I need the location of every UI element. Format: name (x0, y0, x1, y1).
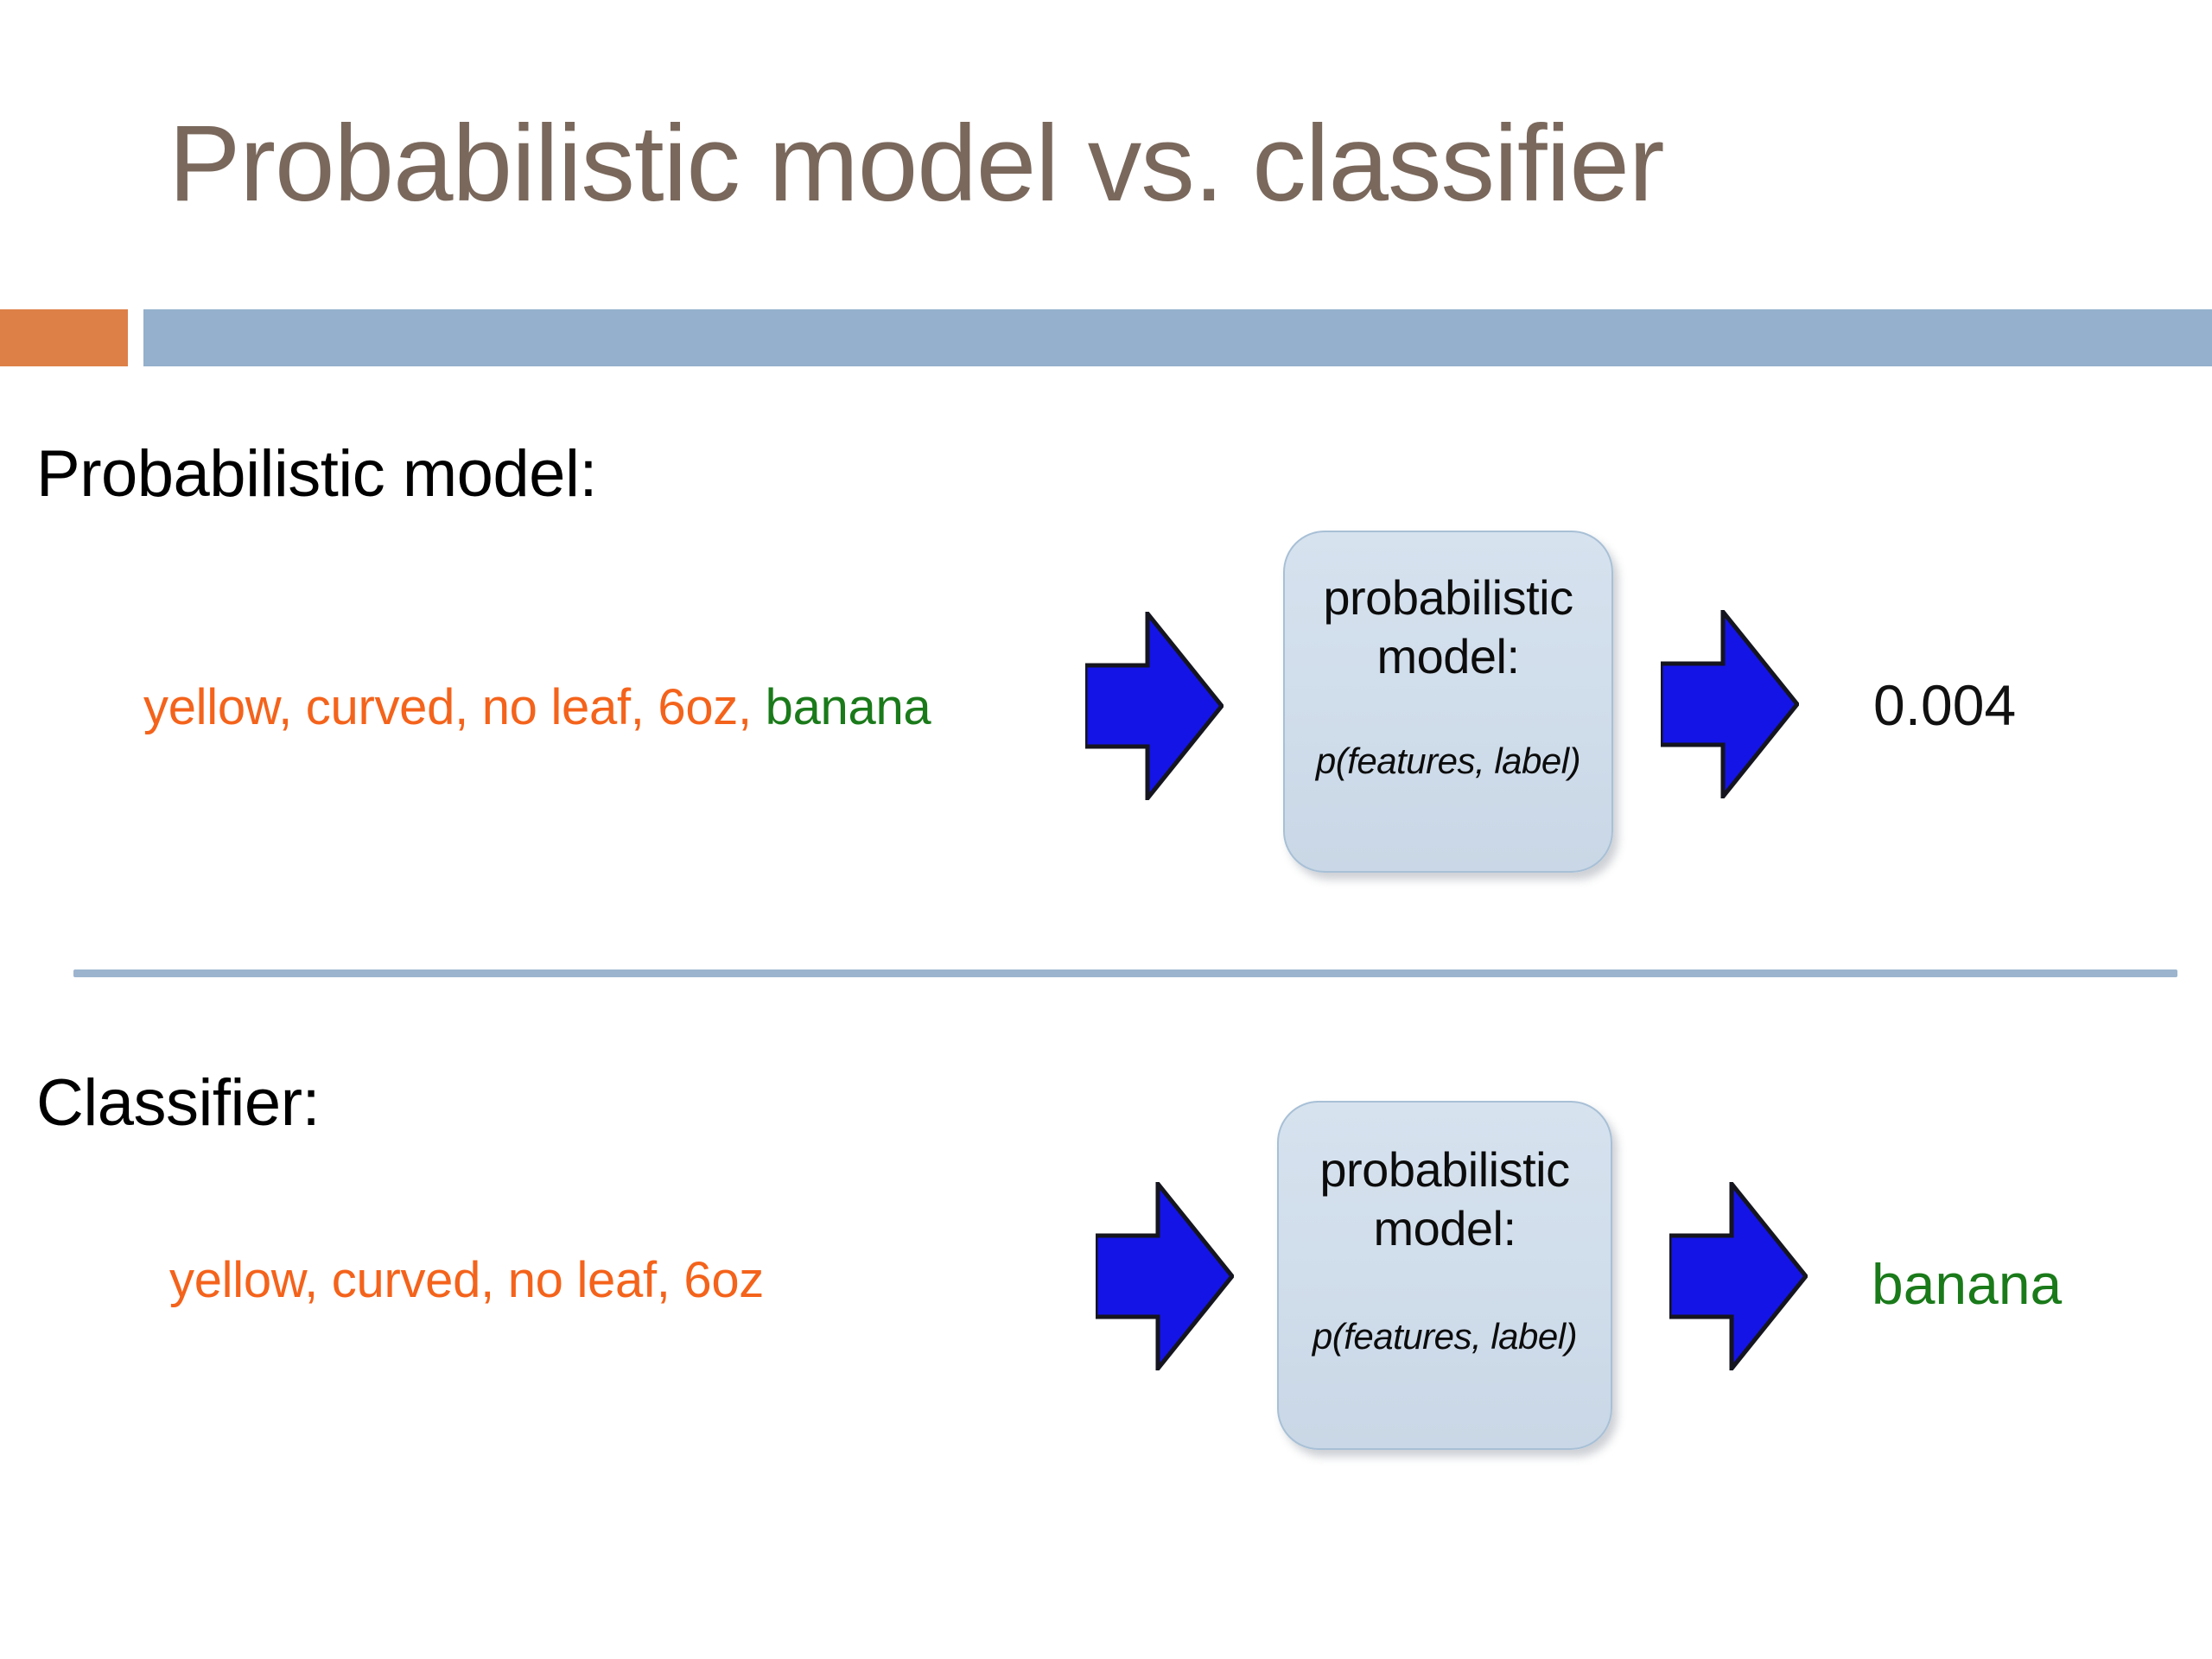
output-value-row-1: 0.004 (1873, 673, 2017, 737)
right-arrow-icon-row-2-input (1096, 1182, 1234, 1370)
section-divider (73, 969, 2177, 977)
page-title: Probabilistic model vs. classifier (168, 104, 1664, 224)
label-value-row-1: banana (765, 679, 931, 735)
model-box-formula-row-1: p(features, label) (1315, 740, 1581, 781)
accent-bar-blue (143, 309, 2212, 366)
model-box-row-1: probabilistic model: p(features, label) (1283, 531, 1613, 873)
feature-values-row-1: yellow, curved, no leaf, 6oz, (143, 679, 752, 735)
output-value-row-2: banana (1872, 1252, 2063, 1316)
accent-bar-orange (0, 309, 128, 366)
right-arrow-icon-row-1-input (1085, 612, 1224, 800)
feature-list-row-2: yellow, curved, no leaf, 6oz (169, 1252, 764, 1308)
section-heading-classifier: Classifier: (36, 1066, 321, 1140)
model-box-row-2: probabilistic model: p(features, label) (1277, 1101, 1612, 1450)
model-box-title-row-2: probabilistic model: (1319, 1142, 1570, 1256)
model-box-formula-row-2: p(features, label) (1312, 1315, 1578, 1357)
model-box-title-row-1: probabilistic model: (1323, 570, 1573, 684)
right-arrow-icon-row-1-output (1661, 610, 1799, 798)
feature-list-row-1: yellow, curved, no leaf, 6oz, banana (143, 678, 931, 736)
section-heading-probabilistic-model: Probabilistic model: (36, 437, 597, 511)
right-arrow-icon-row-2-output (1669, 1182, 1808, 1370)
